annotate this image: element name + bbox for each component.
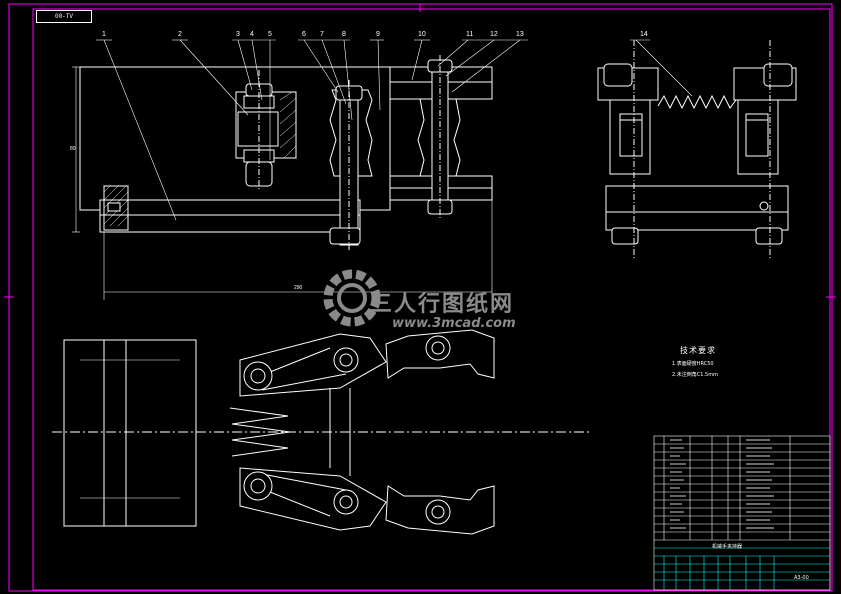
balloon-9: 9 — [376, 31, 380, 38]
top-view — [52, 329, 590, 535]
title-block-part-name: 机械手夹持器 — [712, 544, 743, 550]
title-block-drawing-no: A3-00 — [794, 575, 809, 581]
watermark-url: www.3mcad.com — [392, 316, 516, 331]
balloon-10: 10 — [418, 31, 426, 38]
balloon-3: 3 — [236, 31, 240, 38]
gear-logo-icon — [323, 269, 381, 327]
drawing-stamp: 00-TV — [36, 10, 92, 23]
balloon-8: 8 — [342, 31, 346, 38]
balloon-13: 13 — [516, 31, 524, 38]
technical-requirements: 技术要求 1.表面硬度HRC50 2.未注倒角C1.5mm — [672, 345, 718, 378]
inner-frame — [32, 8, 831, 591]
watermark-brand: 三人行图纸网 — [370, 292, 515, 317]
watermark: 三人行图纸网 www.3mcad.com — [322, 258, 522, 338]
dim-length: 290 — [294, 285, 303, 291]
title-block — [653, 435, 831, 591]
tech-requirements-title: 技术要求 — [680, 346, 716, 355]
balloon-14: 14 — [640, 31, 648, 38]
balloon-5: 5 — [268, 31, 272, 38]
tech-requirement-2: 2.未注倒角C1.5mm — [672, 372, 718, 378]
balloon-6: 6 — [302, 31, 306, 38]
balloon-4: 4 — [250, 31, 254, 38]
balloon-2: 2 — [178, 31, 182, 38]
balloon-11: 11 — [466, 31, 473, 38]
side-view — [597, 39, 797, 260]
balloon-7: 7 — [320, 31, 324, 38]
front-view — [72, 39, 528, 300]
tech-requirement-1: 1.表面硬度HRC50 — [672, 361, 714, 367]
dim-height: 80 — [70, 146, 76, 152]
balloon-1: 1 — [102, 31, 106, 38]
balloon-12: 12 — [490, 31, 498, 38]
